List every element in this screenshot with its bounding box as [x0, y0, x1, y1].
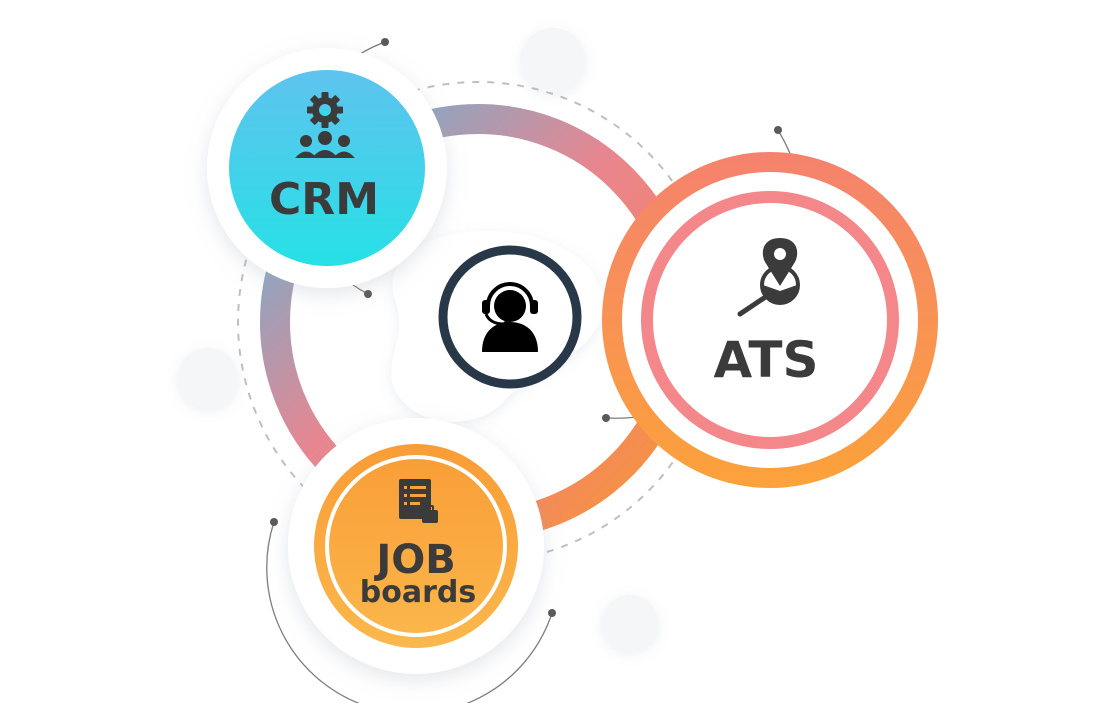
crm-node[interactable]: CRM	[207, 48, 447, 288]
decor-bubble-left	[178, 348, 238, 408]
decor-bubble-bottom	[602, 595, 658, 651]
job-list-icon	[399, 479, 438, 523]
crm-label: CRM	[269, 174, 379, 225]
job-label: JOB	[373, 537, 455, 583]
boards-label: boards	[360, 575, 476, 610]
headset-agent-icon	[482, 282, 538, 352]
decor-bubble-top	[521, 28, 585, 92]
ats-label: ATS	[714, 331, 819, 389]
job-boards-node[interactable]: JOB boards	[288, 418, 544, 674]
location-search-icon	[737, 238, 800, 317]
team-gear-icon	[295, 92, 355, 158]
ats-node[interactable]: ATS	[602, 152, 938, 488]
center-hub[interactable]	[438, 245, 582, 389]
orbit-dots	[270, 38, 782, 617]
